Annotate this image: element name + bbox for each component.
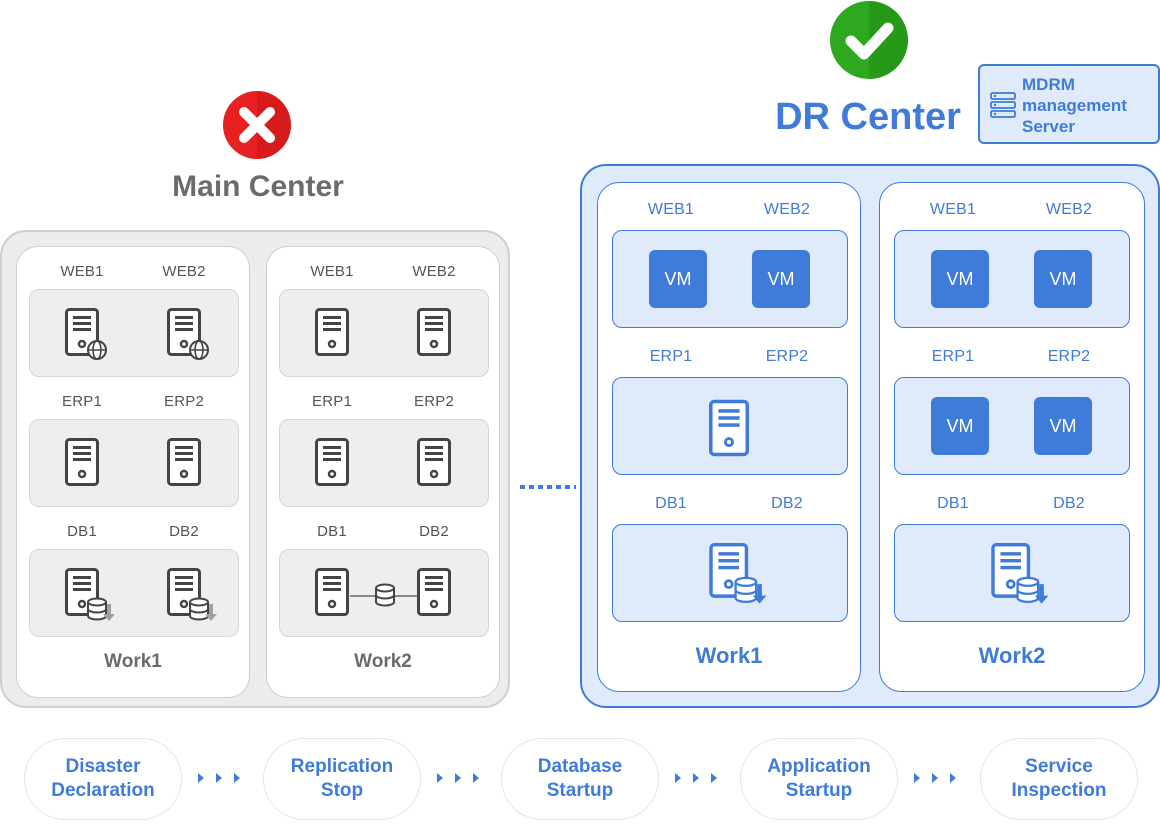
server-icon bbox=[417, 568, 451, 616]
web-server-icon bbox=[167, 308, 211, 362]
label-db1: DB1 bbox=[67, 523, 97, 540]
web-server-group bbox=[279, 289, 489, 377]
main-work2-card: WEB1 WEB2 ERP1 ERP2 DB1 DB2 Work2 bbox=[266, 246, 500, 698]
server-icon bbox=[315, 568, 349, 616]
db-server-group bbox=[29, 549, 239, 637]
dr-center-panel: WEB1 WEB2 VM VM ERP1 ERP2 DB1 DB2 Work1 … bbox=[580, 164, 1160, 708]
label-erp1: ERP1 bbox=[649, 348, 693, 365]
web-vm-group: VM VM bbox=[612, 230, 848, 328]
label-erp2: ERP2 bbox=[414, 393, 454, 410]
step-line: Application bbox=[767, 756, 871, 777]
step-line: Database bbox=[537, 756, 623, 777]
db-server-icon bbox=[991, 543, 1051, 607]
web-server-icon bbox=[65, 308, 109, 362]
mdrm-management-server: MDRM management Server bbox=[978, 64, 1160, 144]
label-web2: WEB2 bbox=[1045, 201, 1093, 218]
server-icon bbox=[167, 438, 201, 486]
label-web2: WEB2 bbox=[763, 201, 811, 218]
main-center-title: Main Center bbox=[172, 170, 344, 203]
dr-work1-card: WEB1 WEB2 VM VM ERP1 ERP2 DB1 DB2 Work1 bbox=[597, 182, 861, 692]
database-link-icon bbox=[350, 583, 420, 607]
label-db1: DB1 bbox=[937, 495, 969, 512]
label-db2: DB2 bbox=[419, 523, 449, 540]
erp-vm-group: VM VM bbox=[894, 377, 1130, 475]
vm-box: VM bbox=[931, 250, 989, 308]
mgmt-line-3: Server bbox=[1022, 117, 1075, 136]
work-name: Work1 bbox=[104, 651, 162, 672]
label-web1: WEB1 bbox=[310, 263, 354, 280]
check-circle-icon bbox=[830, 1, 908, 79]
x-circle-icon bbox=[223, 91, 291, 159]
label-erp2: ERP2 bbox=[1047, 348, 1091, 365]
label-erp1: ERP1 bbox=[312, 393, 352, 410]
mgmt-line-1: MDRM bbox=[1022, 75, 1075, 94]
server-icon bbox=[315, 438, 349, 486]
step-arrows-icon bbox=[198, 773, 240, 783]
label-web2: WEB2 bbox=[412, 263, 456, 280]
vm-box: VM bbox=[1034, 397, 1092, 455]
label-db2: DB2 bbox=[1053, 495, 1085, 512]
web-vm-group: VM VM bbox=[894, 230, 1130, 328]
dr-center-title: DR Center bbox=[775, 96, 961, 138]
connection-dotted-line bbox=[520, 485, 576, 489]
label-db2: DB2 bbox=[169, 523, 199, 540]
work-name: Work2 bbox=[354, 651, 412, 672]
db-replication-group bbox=[279, 549, 489, 637]
server-rack-icon bbox=[990, 92, 1016, 118]
server-icon bbox=[709, 399, 749, 457]
web-server-group bbox=[29, 289, 239, 377]
vm-box: VM bbox=[752, 250, 810, 308]
label-db2: DB2 bbox=[771, 495, 803, 512]
label-erp2: ERP2 bbox=[164, 393, 204, 410]
erp-server-group bbox=[612, 377, 848, 475]
label-erp1: ERP1 bbox=[931, 348, 975, 365]
step-arrows-icon bbox=[675, 773, 717, 783]
step-line: Declaration bbox=[51, 780, 155, 801]
server-icon bbox=[417, 438, 451, 486]
label-web2: WEB2 bbox=[162, 263, 206, 280]
mgmt-line-2: management bbox=[1022, 96, 1127, 115]
vm-box: VM bbox=[649, 250, 707, 308]
label-erp1: ERP1 bbox=[62, 393, 102, 410]
db-server-group bbox=[894, 524, 1130, 622]
db-server-group bbox=[612, 524, 848, 622]
dr-work2-card: WEB1 WEB2 VM VM ERP1 ERP2 VM VM DB1 DB2 … bbox=[879, 182, 1145, 692]
step-line: Disaster bbox=[65, 756, 141, 777]
step-line: Service bbox=[1025, 756, 1093, 777]
main-work1-card: WEB1 WEB2 ERP1 ERP2 DB1 DB2 Work1 bbox=[16, 246, 250, 698]
main-center-panel: WEB1 WEB2 ERP1 ERP2 DB1 DB2 Work1 WEB1 W… bbox=[0, 230, 510, 708]
label-web1: WEB1 bbox=[60, 263, 104, 280]
work-name: Work1 bbox=[695, 643, 763, 668]
db-server-icon bbox=[65, 568, 117, 624]
vm-box: VM bbox=[931, 397, 989, 455]
step-line: Replication bbox=[290, 756, 394, 777]
erp-server-group bbox=[29, 419, 239, 507]
step-line: Startup bbox=[785, 780, 853, 801]
server-icon bbox=[417, 308, 451, 356]
erp-server-group bbox=[279, 419, 489, 507]
step-arrows-icon bbox=[437, 773, 479, 783]
label-erp2: ERP2 bbox=[765, 348, 809, 365]
db-server-icon bbox=[709, 543, 769, 607]
label-web1: WEB1 bbox=[929, 201, 977, 218]
work-name: Work2 bbox=[978, 643, 1046, 668]
server-icon bbox=[65, 438, 99, 486]
step-line: Inspection bbox=[1011, 780, 1107, 801]
label-db1: DB1 bbox=[655, 495, 687, 512]
step-line: Stop bbox=[320, 780, 364, 801]
step-arrows-icon bbox=[914, 773, 956, 783]
server-icon bbox=[315, 308, 349, 356]
vm-box: VM bbox=[1034, 250, 1092, 308]
label-web1: WEB1 bbox=[647, 201, 695, 218]
db-server-icon bbox=[167, 568, 219, 624]
label-db1: DB1 bbox=[317, 523, 347, 540]
step-line: Startup bbox=[546, 780, 614, 801]
